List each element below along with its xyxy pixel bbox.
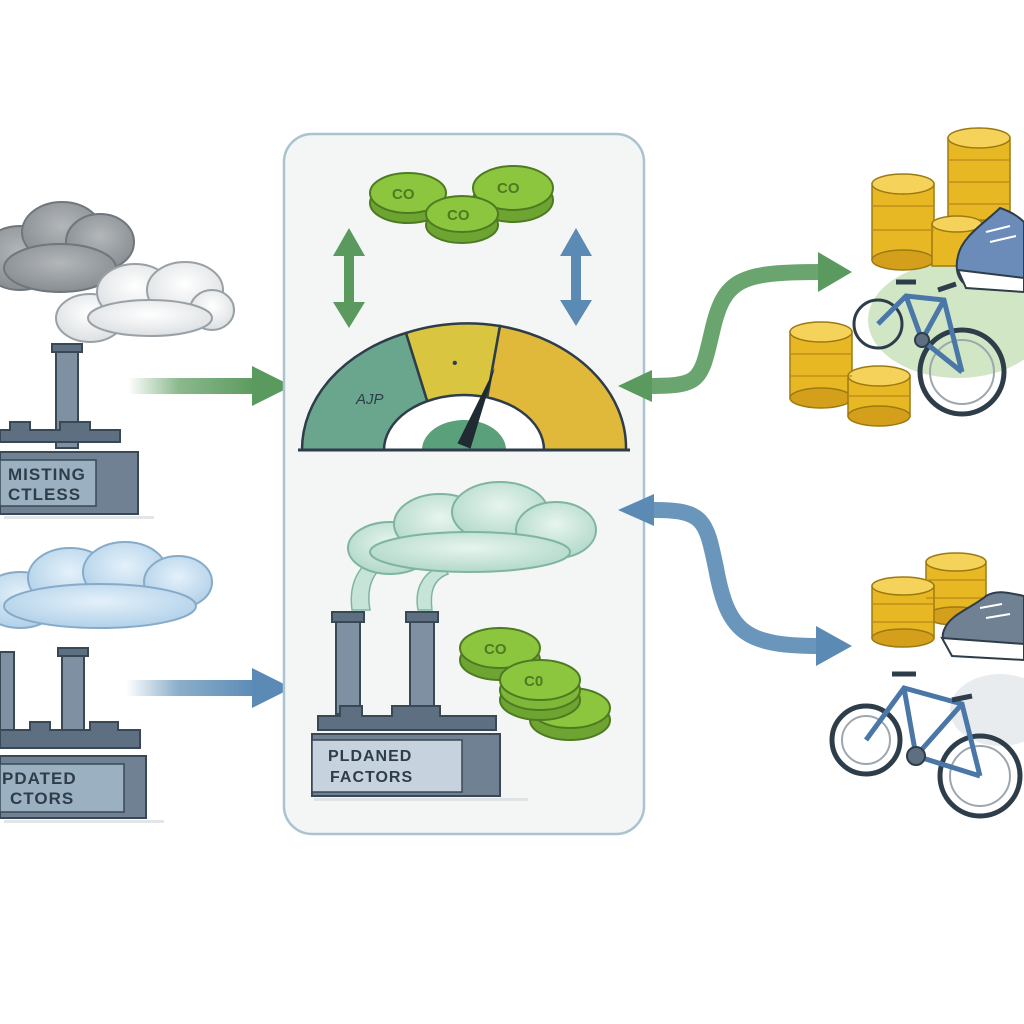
smoke-cloud-icon: [55, 261, 235, 343]
smoke-cloud-icon: [0, 541, 213, 629]
factory-icon: MISTING CTLESS: [0, 343, 154, 519]
coin-label: C0: [524, 673, 543, 690]
bottom-right-benefits-group: [829, 552, 1024, 819]
smoke-cloud-icon: [347, 481, 597, 611]
factory-sign-line-1: MISTING: [8, 465, 86, 484]
center-panel: CO CO CO AJP •: [282, 132, 646, 836]
factory-sign-line-2: CTORS: [10, 789, 74, 808]
coin-stack-icon: CO C0: [459, 627, 611, 741]
coin-stack-lines: [790, 159, 1010, 397]
top-right-benefits-group: [789, 127, 1024, 427]
coin-label: CO: [447, 207, 470, 224]
double-arrow-icon: [560, 228, 592, 326]
factory-icon: PLDANED FACTORS: [311, 611, 528, 801]
bicycle-icon: [852, 279, 1007, 417]
coin-stack-icon: CO CO CO: [369, 165, 554, 244]
factory-sign-line-2: CTLESS: [8, 485, 81, 504]
green-input-arrow: [128, 366, 292, 406]
factory-sign-line-2: FACTORS: [330, 769, 413, 786]
coin-stack-lines: [872, 579, 986, 623]
bicycle-icon: [829, 671, 1023, 819]
coin-label: CO: [497, 180, 520, 197]
coin-label: CO: [392, 186, 415, 203]
gauge-left-segment-label: AJP: [355, 391, 384, 408]
gauge-needle: [457, 367, 495, 449]
coin-label: CO: [484, 641, 507, 658]
green-output-arrow: [618, 252, 852, 402]
factory-sign-line-1: PDATED: [2, 769, 77, 788]
smoke-cloud-icon: [0, 201, 135, 293]
sneaker-icon: [955, 206, 1024, 294]
top-left-emissions-group: MISTING CTLESS: [0, 201, 235, 519]
gauge-center-segment-label: •: [452, 355, 458, 372]
bottom-left-emissions-group: PDATED CTORS: [0, 541, 213, 823]
sneaker-icon: [940, 591, 1024, 662]
double-arrow-icon: [333, 228, 365, 328]
blue-input-arrow: [126, 668, 292, 708]
blue-output-arrow: [618, 494, 852, 666]
factory-sign-line-1: PLDANED: [328, 748, 412, 765]
factory-icon: PDATED CTORS: [0, 647, 164, 823]
gauge-icon: AJP •: [298, 322, 630, 452]
